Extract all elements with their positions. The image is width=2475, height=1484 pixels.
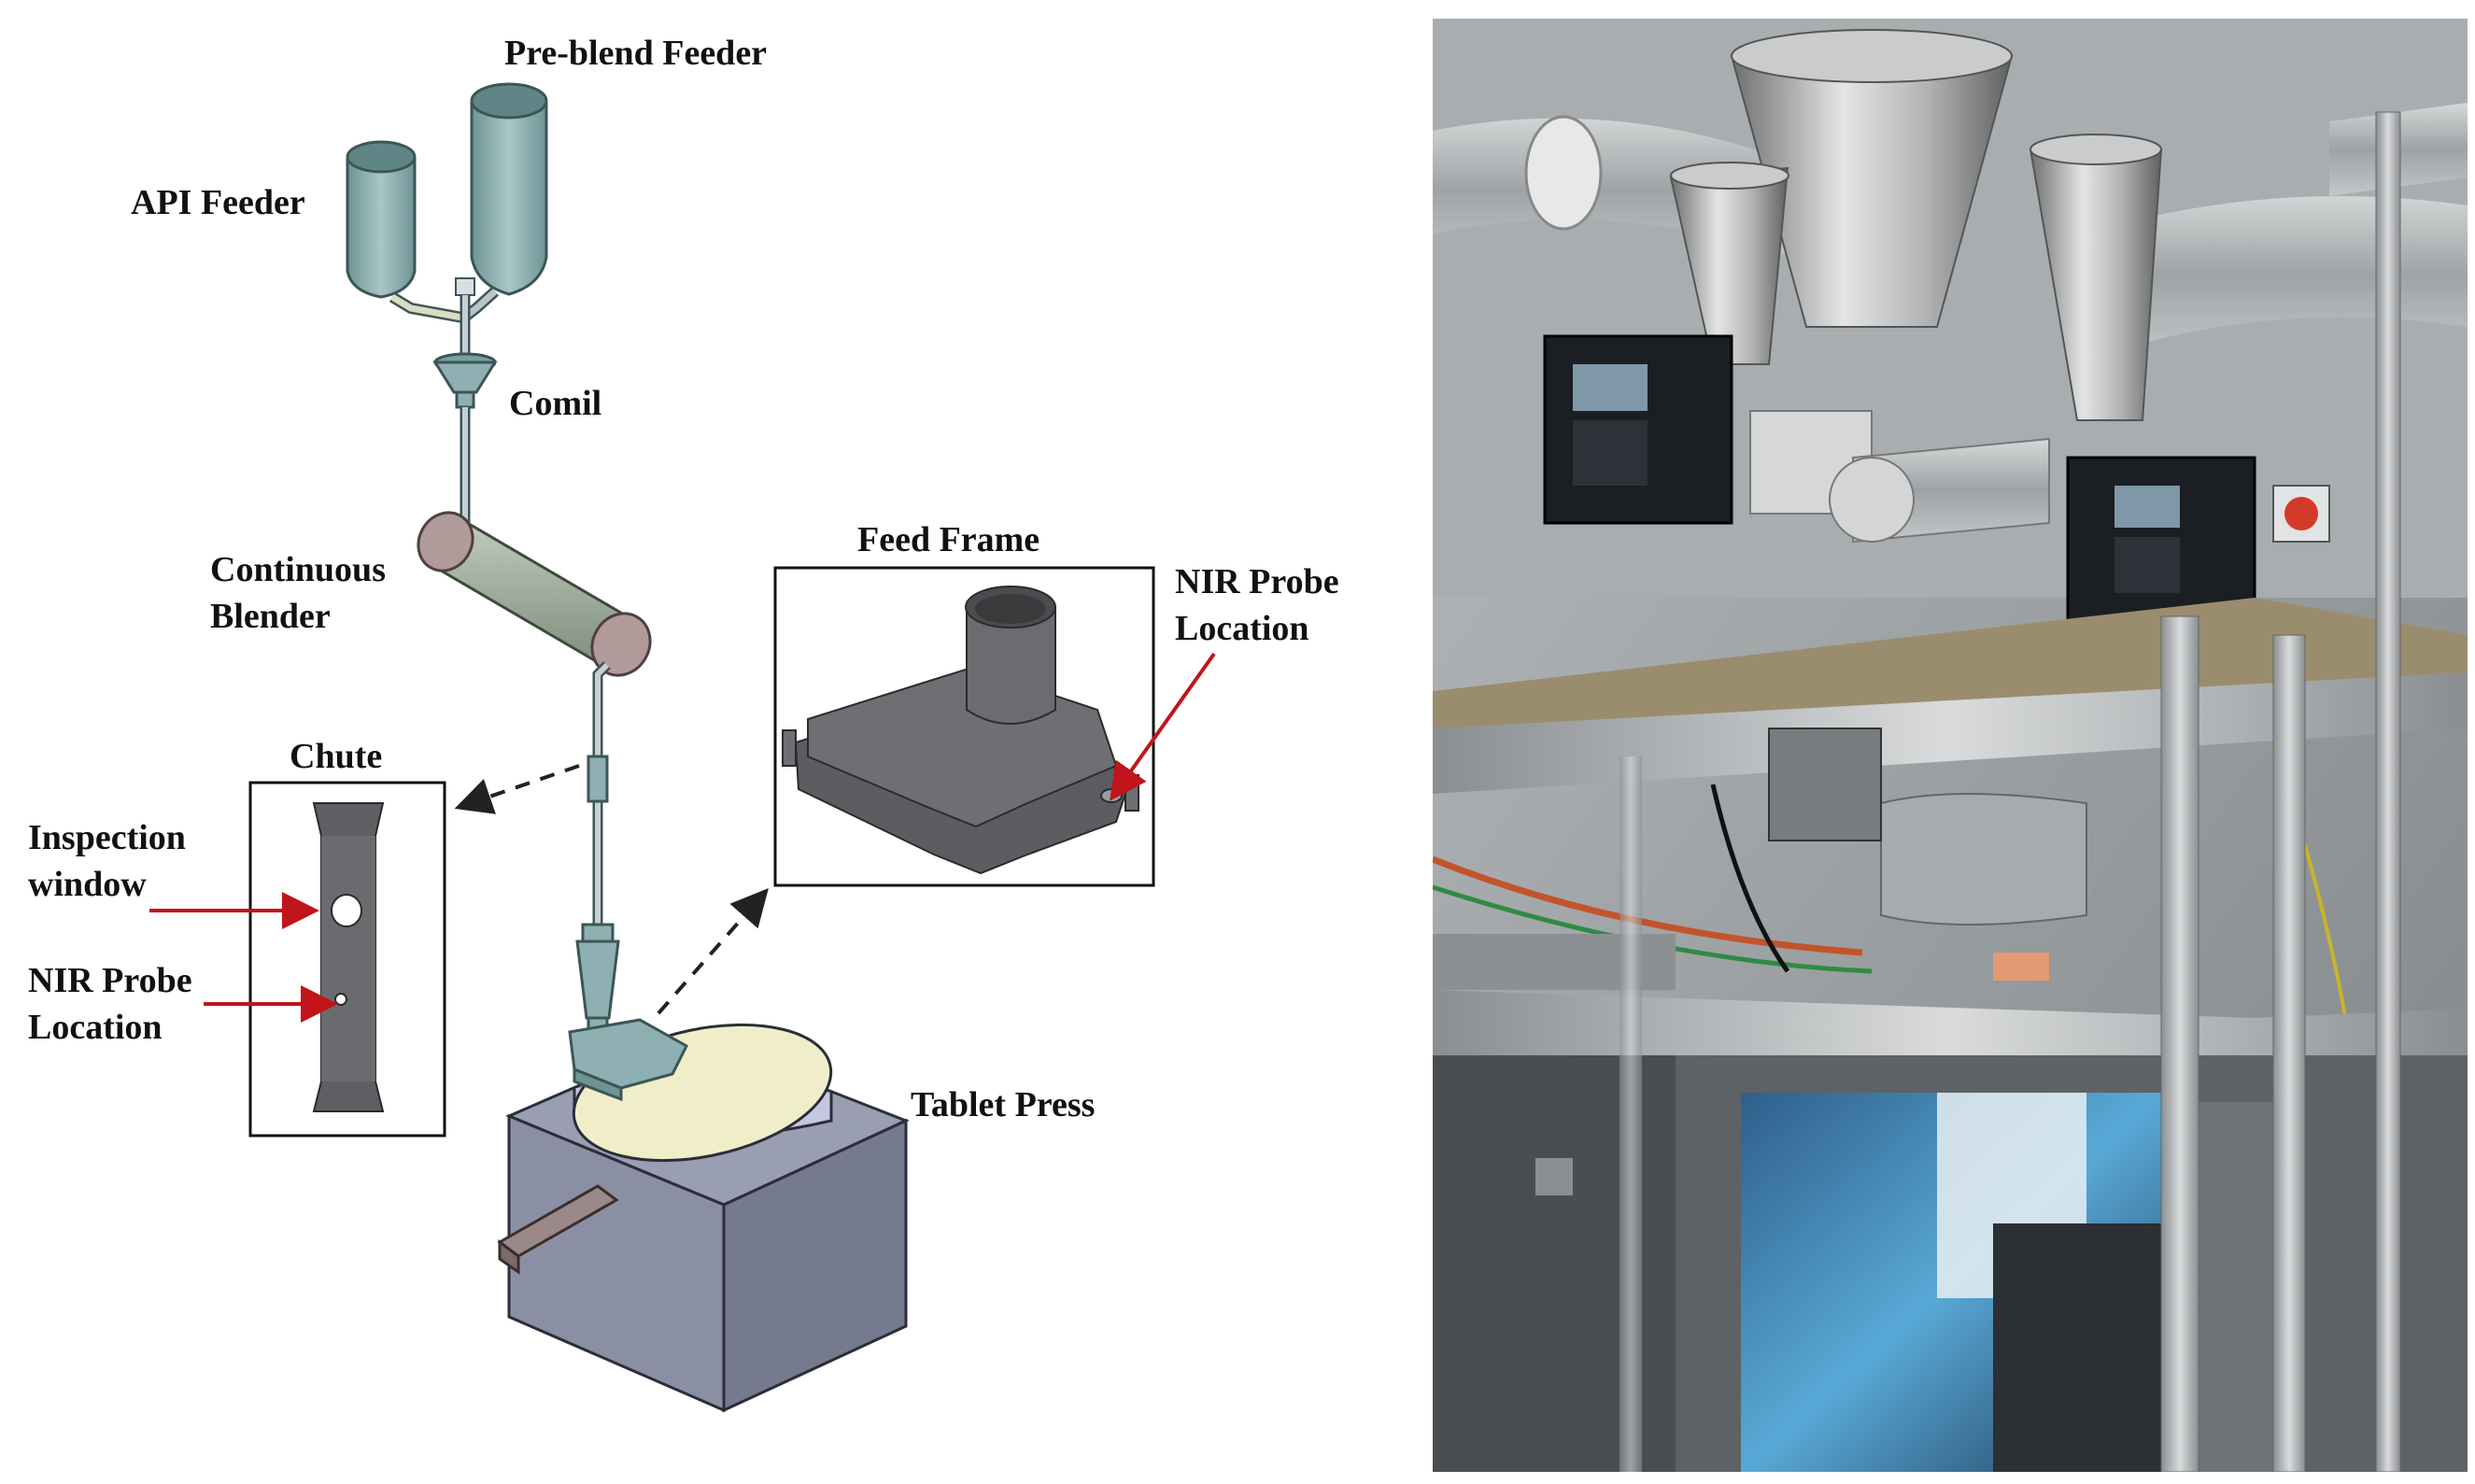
manufacturing-line-photo <box>1433 19 2468 1472</box>
continuous-blender-shape <box>417 511 652 677</box>
api-feeder-shape <box>346 140 417 299</box>
label-continuous-blender-line1: Continuous <box>210 550 386 589</box>
label-inspection-window: Inspection window <box>28 814 186 908</box>
label-inspection-window-line1: Inspection <box>28 818 186 857</box>
label-continuous-blender: Continuous Blender <box>210 546 386 640</box>
photo-illustration <box>1433 19 2468 1472</box>
label-nir-probe-chute: NIR Probe Location <box>28 957 192 1051</box>
label-feed-frame: Feed Frame <box>857 520 1040 559</box>
label-tablet-press: Tablet Press <box>911 1085 1096 1124</box>
label-chute: Chute <box>290 737 383 776</box>
feed-frame-inset <box>773 566 1155 887</box>
chute-inset <box>248 781 446 1138</box>
label-inspection-window-line2: window <box>28 865 147 904</box>
label-pre-blend-feeder: Pre-blend Feeder <box>504 34 768 73</box>
label-continuous-blender-line2: Blender <box>210 597 331 636</box>
label-api-feeder: API Feeder <box>131 183 305 222</box>
tablet-press-shape <box>497 1018 910 1413</box>
label-nir-probe-chute-line1: NIR Probe <box>28 961 192 1000</box>
label-nir-probe-feed-frame-line2: Location <box>1175 609 1309 648</box>
label-comil: Comil <box>509 384 602 423</box>
label-nir-probe-chute-line2: Location <box>28 1008 163 1047</box>
pre-blend-feeder-shape <box>470 82 548 296</box>
process-schematic <box>149 82 1216 1413</box>
comil-shape <box>432 352 498 409</box>
label-nir-probe-feed-frame-line1: NIR Probe <box>1175 562 1339 601</box>
label-nir-probe-feed-frame: NIR Probe Location <box>1175 558 1339 652</box>
press-hopper-shape <box>575 923 620 1033</box>
